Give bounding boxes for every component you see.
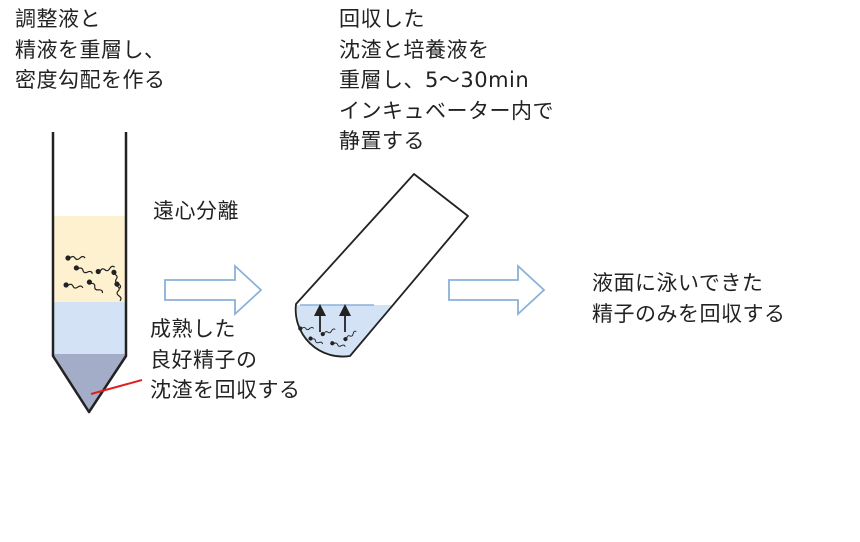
step2-label: 回収した 沈渣と培養液を 重層し、5〜30min インキュベーター内で 静置する [339, 4, 554, 157]
step2-line-4: インキュベーター内で [339, 98, 554, 123]
sediment-pointer-line [90, 379, 143, 395]
semen-layer [53, 216, 126, 302]
tilted-tube-outline [294, 173, 469, 358]
centrifuge-label: 遠心分離 [153, 196, 239, 227]
step1-line-3: 密度勾配を作る [15, 68, 166, 92]
tilted-medium-layer [295, 305, 468, 357]
process-arrow-icon [448, 263, 546, 317]
sediment-label: 成熟した 良好精子の 沈渣を回収する [150, 314, 301, 406]
step1-line-1: 調整液と [15, 7, 101, 31]
result-label: 液面に泳いできた 精子のみを回収する [592, 268, 786, 329]
up-arrow-icon [314, 304, 326, 332]
medium-layer [53, 302, 126, 354]
result-line-1: 液面に泳いできた [592, 271, 764, 295]
centrifuge-tube-icon [51, 132, 128, 414]
sediment-line-1: 成熟した [150, 317, 236, 341]
step2-line-2: 沈渣と培養液を [339, 37, 490, 62]
result-line-2: 精子のみを回収する [592, 301, 786, 326]
tube-outline [51, 132, 128, 414]
step2-line-5: 静置する [339, 129, 425, 153]
step2-line-1: 回収した [339, 7, 425, 31]
step1-label: 調整液と 精液を重層し、 密度勾配を作る [15, 4, 166, 96]
up-arrow-icon [339, 304, 351, 332]
step1-line-2: 精液を重層し、 [15, 37, 166, 62]
process-arrow-icon [164, 263, 263, 317]
sediment-layer [53, 354, 126, 412]
step2-line-3: 重層し、5〜30min [339, 68, 530, 92]
centrifuge-text: 遠心分離 [153, 199, 239, 223]
sediment-line-3: 沈渣を回収する [150, 378, 301, 402]
sediment-line-2: 良好精子の [150, 347, 258, 372]
